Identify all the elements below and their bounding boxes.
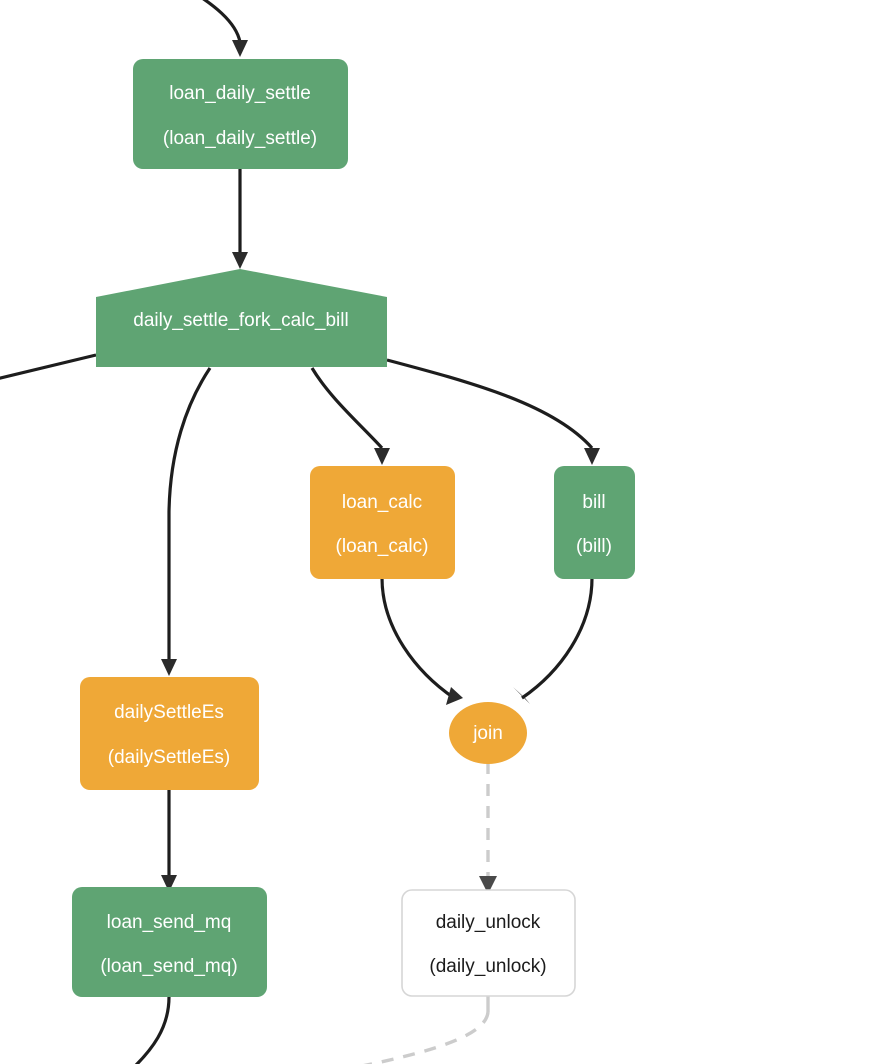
node-title: join bbox=[472, 723, 503, 744]
node-subtitle: (loan_send_mq) bbox=[100, 956, 237, 977]
edge-fork-to-bill bbox=[386, 358, 600, 465]
edge-path bbox=[363, 1011, 490, 1064]
node-shape-rounded-rect[interactable] bbox=[80, 677, 259, 790]
node-daily-unlock[interactable]: daily_unlock (daily_unlock) bbox=[401, 889, 576, 997]
arrow-head-icon bbox=[161, 875, 177, 892]
arrow-head-icon bbox=[446, 687, 463, 705]
node-bill[interactable]: bill (bill) bbox=[554, 466, 635, 579]
node-shape-ellipse[interactable] bbox=[449, 702, 527, 764]
edge-path bbox=[134, 996, 171, 1064]
arrow-head-icon bbox=[374, 448, 390, 465]
node-title: dailySettleEs bbox=[114, 702, 224, 723]
edge-path bbox=[380, 577, 455, 700]
edge-path bbox=[310, 367, 384, 450]
node-title: loan_calc bbox=[342, 492, 422, 513]
node-shape-fork-pentagon[interactable] bbox=[96, 269, 387, 367]
node-loan-send-mq[interactable]: loan_send_mq (loan_send_mq) bbox=[72, 887, 267, 997]
node-shape-rounded-rect[interactable] bbox=[310, 466, 455, 579]
node-shape-rounded-rect[interactable] bbox=[554, 466, 635, 579]
edge-loan-calc-to-join bbox=[380, 577, 463, 705]
node-shape-rounded-rect[interactable] bbox=[401, 889, 576, 997]
node-dailysettlees[interactable]: dailySettleEs (dailySettleEs) bbox=[80, 677, 259, 790]
node-title: daily_settle_fork_calc_bill bbox=[133, 310, 348, 331]
node-title: loan_daily_settle bbox=[169, 83, 311, 104]
node-shape-rounded-rect[interactable] bbox=[72, 887, 267, 997]
node-title: daily_unlock bbox=[436, 912, 541, 933]
arrow-head-icon bbox=[232, 40, 248, 57]
edge-path bbox=[386, 358, 594, 450]
edge-join-to-daily-unlock bbox=[479, 762, 497, 894]
node-loan-daily-settle[interactable]: loan_daily_settle (loan_daily_settle) bbox=[133, 59, 348, 169]
node-layer: loan_daily_settle (loan_daily_settle) da… bbox=[72, 59, 635, 997]
node-loan-calc[interactable]: loan_calc (loan_calc) bbox=[310, 466, 455, 579]
edge-path bbox=[0, 353, 97, 380]
node-title: bill bbox=[582, 492, 605, 513]
node-subtitle: (daily_unlock) bbox=[429, 956, 546, 977]
edge-daily-unlock-to-offscreen-bottom bbox=[363, 996, 490, 1064]
node-shape-rounded-rect[interactable] bbox=[133, 59, 348, 169]
edge-fork-to-loan-calc bbox=[310, 367, 390, 465]
edge-dailysettlees-to-loan-send-mq bbox=[161, 790, 177, 892]
node-daily-settle-fork-calc-bill[interactable]: daily_settle_fork_calc_bill bbox=[96, 269, 387, 367]
arrow-head-icon bbox=[513, 687, 530, 704]
arrow-head-icon bbox=[584, 448, 600, 465]
edge-path bbox=[202, 0, 242, 43]
edge-offscreen-top-to-loan-daily-settle bbox=[202, 0, 248, 57]
edge-fork-to-offscreen-left bbox=[0, 353, 97, 380]
edge-loan-daily-settle-to-fork bbox=[232, 169, 248, 269]
node-subtitle: (loan_daily_settle) bbox=[163, 128, 317, 149]
arrow-head-icon bbox=[161, 659, 177, 676]
arrow-head-icon bbox=[479, 876, 497, 894]
edge-fork-to-dailysettlees bbox=[161, 367, 212, 676]
node-join[interactable]: join bbox=[449, 702, 527, 764]
edge-path bbox=[167, 367, 212, 660]
edge-loan-send-mq-to-offscreen-bottom bbox=[134, 996, 171, 1064]
node-subtitle: (loan_calc) bbox=[336, 536, 429, 557]
node-title: loan_send_mq bbox=[107, 912, 232, 933]
edge-path bbox=[521, 577, 594, 700]
edge-layer bbox=[0, 0, 600, 1064]
node-subtitle: (bill) bbox=[576, 536, 612, 557]
edge-bill-to-join bbox=[513, 577, 594, 704]
arrow-head-icon bbox=[232, 252, 248, 269]
node-subtitle: (dailySettleEs) bbox=[108, 747, 231, 768]
